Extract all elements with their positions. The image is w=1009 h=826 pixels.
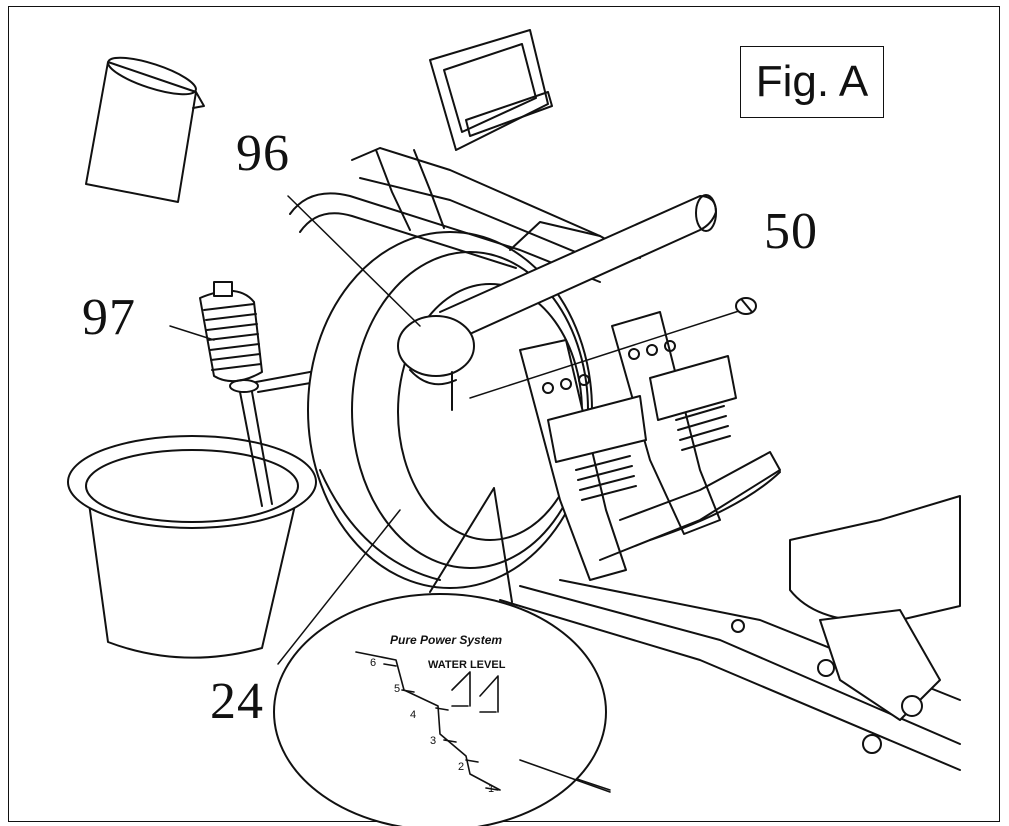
callout-96: 96 — [236, 125, 290, 182]
detail-heading: WATER LEVEL — [428, 659, 506, 671]
level-1: 1 — [488, 783, 494, 795]
level-3: 3 — [430, 735, 436, 747]
detail-text-group: Pure Power System WATER LEVEL 6 5 4 3 2 … — [370, 633, 506, 795]
drain-cap-50 — [735, 297, 757, 315]
measuring-jug — [85, 56, 205, 203]
level-2: 2 — [458, 761, 464, 773]
callout-97: 97 — [82, 289, 136, 346]
level-4: 4 — [410, 709, 416, 721]
drain-plug-housing — [397, 315, 475, 411]
water-tank — [307, 231, 593, 589]
handlebar — [439, 194, 717, 343]
rower-frame — [289, 147, 641, 283]
water-bucket — [67, 435, 317, 659]
water-level-scale — [355, 651, 611, 793]
level-6: 6 — [370, 657, 376, 669]
foot-plates — [519, 311, 781, 581]
callout-24: 24 — [210, 673, 264, 730]
detail-brand: Pure Power System — [390, 633, 502, 647]
callout-50: 50 — [764, 203, 818, 260]
monitor — [429, 29, 553, 151]
level-5: 5 — [394, 683, 400, 695]
rail-and-seat — [499, 495, 961, 771]
siphon-pump — [199, 281, 399, 507]
figure-label: Fig. A — [740, 46, 884, 118]
